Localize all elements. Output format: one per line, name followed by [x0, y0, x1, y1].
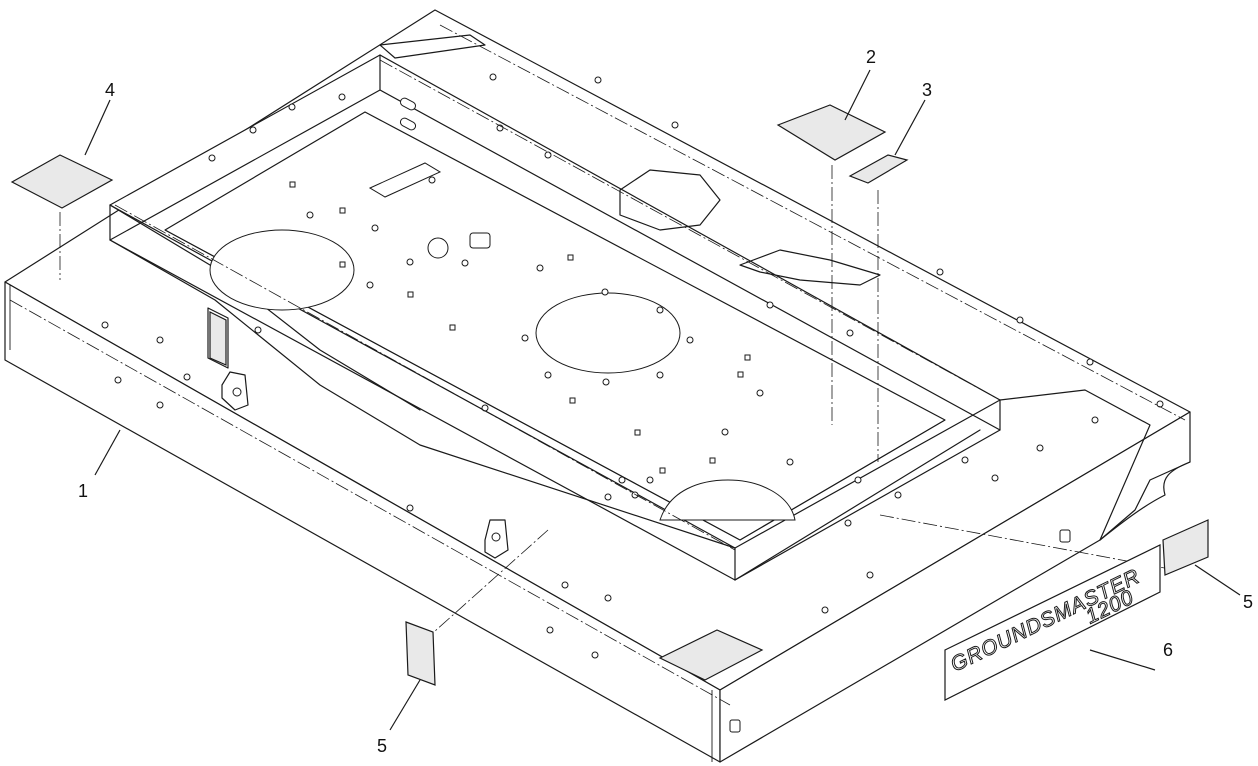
decal-5-left: [405, 621, 436, 686]
callout-3: 3: [922, 80, 932, 100]
decal-3: [848, 154, 909, 184]
decal-on-deck: [658, 629, 764, 681]
decals: [10, 104, 1209, 686]
blade-openings: [209, 97, 796, 521]
callout-2: 2: [866, 47, 876, 67]
callouts: 1 2 3 4 5 5 6: [78, 47, 1253, 756]
leader-lines: [84, 69, 1241, 731]
center-lines: [9, 24, 1186, 706]
callout-1: 1: [78, 481, 88, 501]
decal-5-right: [1162, 519, 1209, 576]
callout-6: 6: [1163, 640, 1173, 660]
mounting-holes: [101, 73, 1164, 733]
callout-4: 4: [105, 80, 115, 100]
callout-5-left: 5: [377, 736, 387, 756]
callout-5-right: 5: [1243, 592, 1253, 612]
decal-2: [776, 104, 887, 161]
decal-on-channel: [209, 311, 227, 366]
decal-4: [10, 154, 114, 209]
